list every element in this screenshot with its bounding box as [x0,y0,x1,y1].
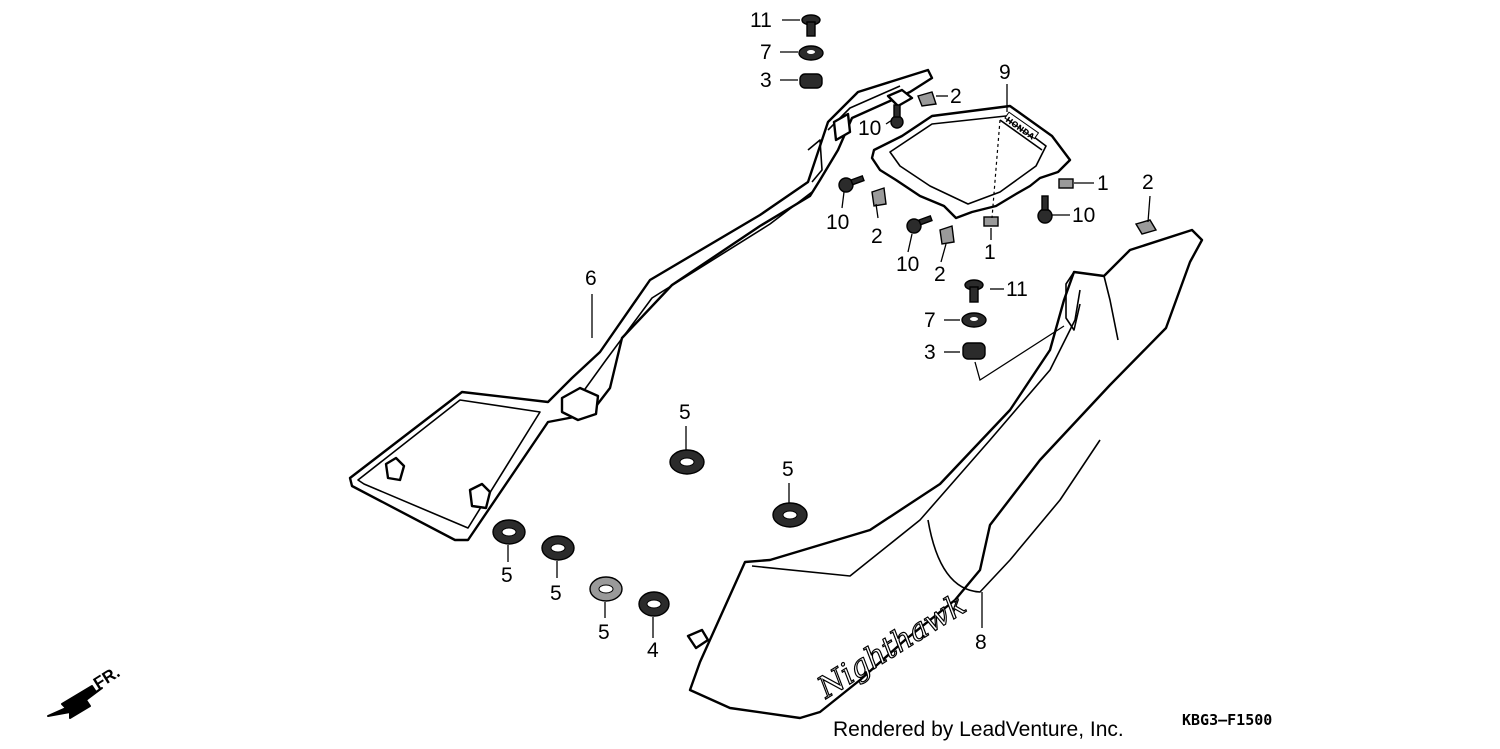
callout-3-mid: 3 [924,341,936,364]
callout-7-mid: 7 [924,309,936,332]
callout-2-a: 2 [950,85,962,108]
callout-5-a: 5 [679,401,691,424]
bolt-part-10-d [1037,195,1053,224]
clip-part-1-b [983,216,999,227]
bolt-part-10-c [906,214,933,234]
callout-3-top: 3 [760,69,772,92]
clip-part-2-a [917,91,937,107]
washer-part-7-mid [961,312,987,328]
grommet-part-5-e [589,576,623,602]
callout-8: 8 [975,631,987,654]
render-credit: Rendered by LeadVenture, Inc. [833,718,1124,741]
callout-2-c: 2 [871,225,883,248]
grommet-part-3-top [799,73,823,89]
grommet-group [492,449,808,617]
front-direction-arrow-icon [47,685,103,719]
callout-10-d: 10 [896,253,920,276]
callout-5-e: 5 [598,621,610,644]
callout-5-b: 5 [782,458,794,481]
callout-5-c: 5 [501,564,513,587]
grommet-part-5-c [492,519,526,545]
clip-part-2-b [871,187,887,207]
callout-10-b: 10 [826,211,850,234]
hardware-group [798,14,1158,360]
grommet-part-5-b [772,502,808,528]
grommet-part-5-d [541,535,575,561]
callout-1-b: 1 [984,241,996,264]
diagram-code: KBG3–F1500 [1182,711,1273,729]
bolt-part-10-a [890,104,904,129]
callout-11-mid: 11 [1006,278,1028,301]
callout-6: 6 [585,267,597,290]
callout-7-top: 7 [760,41,772,64]
callout-11-top: 11 [750,9,772,32]
callout-4: 4 [647,639,659,662]
callout-9: 9 [999,61,1011,84]
side-cover-part-8 [686,228,1204,720]
callout-1-a: 1 [1097,172,1109,195]
callout-10-c: 10 [1072,204,1096,227]
tail-panel-part-9 [870,104,1072,220]
washer-part-7-top [798,45,824,61]
leader-lines [507,19,1151,638]
bolt-part-10-b [838,174,865,193]
callout-5-d: 5 [550,582,562,605]
callout-2-b: 2 [1142,171,1154,194]
bolt-part-11-mid [964,279,984,303]
bolt-part-11-top [801,14,821,37]
grommet-part-5-a [669,449,705,475]
grommet-part-3-mid [962,342,986,360]
callout-10-a: 10 [858,117,882,140]
callout-2-d: 2 [934,263,946,286]
grommet-part-4 [638,591,670,617]
center-cover-part-6 [348,68,934,542]
clip-part-1-a [1058,178,1074,189]
clip-part-2-c [939,225,955,245]
clip-part-2-d [1134,219,1158,235]
